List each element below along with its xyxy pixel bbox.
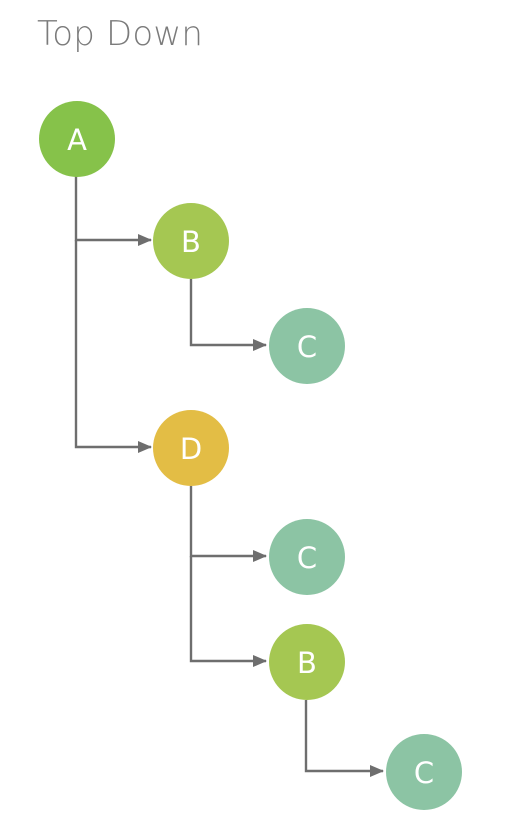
node-c-3: C xyxy=(386,734,462,810)
edge-d-to-b xyxy=(189,556,267,667)
node-b-2-circle xyxy=(269,624,345,700)
node-d: D xyxy=(153,410,229,486)
edge-a-to-d xyxy=(74,240,152,453)
node-c-2-circle xyxy=(269,519,345,595)
node-b-2: B xyxy=(269,624,345,700)
node-a-label: A xyxy=(67,123,87,157)
node-b-2-label: B xyxy=(297,646,317,680)
node-c-1-circle xyxy=(269,308,345,384)
node-b: B xyxy=(153,203,229,279)
node-c-1: C xyxy=(269,308,345,384)
node-c-2: C xyxy=(269,519,345,595)
diagram-title: Top Down xyxy=(37,14,204,54)
node-b-label: B xyxy=(181,225,201,259)
node-a-circle xyxy=(39,101,115,177)
edge-b2-to-c3 xyxy=(304,700,384,777)
node-c-3-label: C xyxy=(414,756,434,790)
edge-a-to-b xyxy=(74,176,152,246)
node-a: A xyxy=(39,101,115,177)
node-c-3-circle xyxy=(386,734,462,810)
node-d-label: D xyxy=(180,432,202,466)
node-d-circle xyxy=(153,410,229,486)
node-c-2-label: C xyxy=(297,541,317,575)
edge-b-to-c xyxy=(189,279,267,351)
node-c-1-label: C xyxy=(297,330,317,364)
node-b-circle xyxy=(153,203,229,279)
edge-d-to-c xyxy=(189,486,267,562)
